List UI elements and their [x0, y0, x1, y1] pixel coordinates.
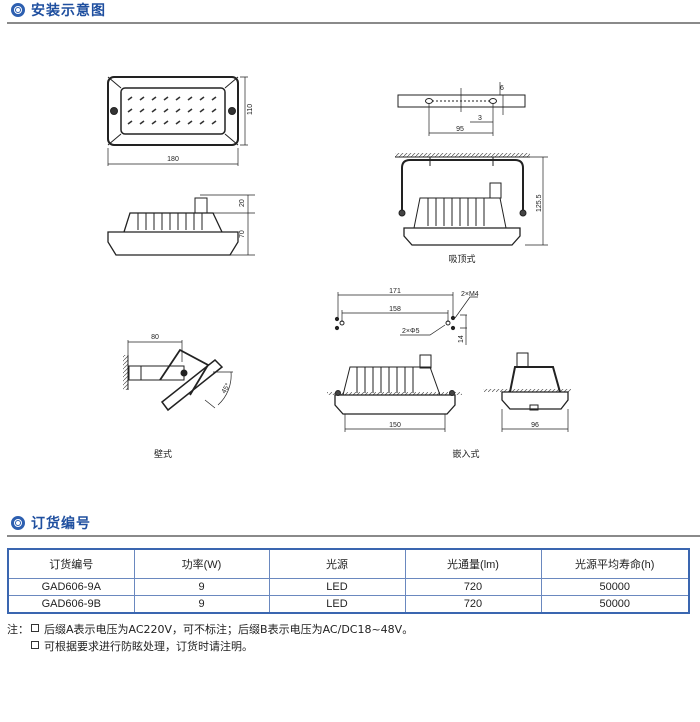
- dim-width: 96: [531, 422, 539, 429]
- dim-bracket-offset: 3: [478, 115, 482, 122]
- dim-hole-spacing: 95: [456, 126, 464, 133]
- cell-order-no: GAD606-9B: [7, 595, 135, 614]
- cell-light-source: LED: [268, 595, 406, 614]
- section-title: 安装示意图: [31, 3, 106, 19]
- cell-light-source: LED: [268, 578, 406, 596]
- side-view: 20 70: [107, 194, 255, 256]
- table-header-row: 订货编号 功率(W) 光源 光通量(lm) 光源平均寿命(h): [7, 548, 690, 579]
- table-row: GAD606-9B 9 LED 720 50000: [7, 595, 690, 614]
- circle-bullet-icon: [11, 3, 25, 17]
- header-luminous-flux: 光通量(lm): [404, 548, 542, 579]
- embedded-mount-view: 150 96 嵌入式: [327, 352, 571, 459]
- dim-width: 180: [167, 156, 179, 163]
- header-lifetime: 光源平均寿命(h): [540, 548, 690, 579]
- cell-luminous-flux: 720: [404, 578, 542, 596]
- wall-mount-view: 80 45° 壁式: [123, 334, 233, 459]
- dim-inner: 158: [389, 306, 401, 313]
- ceiling-mount-view: 125.5 吸顶式: [395, 153, 548, 264]
- dim-outer: 171: [389, 288, 401, 295]
- dim-offset: 14: [458, 335, 465, 343]
- front-view: 180 110: [107, 76, 254, 166]
- notes-prefix: 注：: [7, 623, 29, 636]
- cell-lifetime: 50000: [540, 578, 690, 596]
- square-bullet-icon: [31, 624, 39, 632]
- ceiling-mount-label: 吸顶式: [448, 253, 475, 264]
- cell-luminous-flux: 720: [404, 595, 542, 614]
- dim-ceiling-height: 125.5: [536, 194, 543, 212]
- dim-cable-gland: 20: [239, 199, 246, 207]
- screw-spec: 2×M4: [461, 291, 479, 298]
- notes: 注： 后缀A表示电压为AC220V，可不标注；后缀B表示电压为AC/DC18~48…: [7, 621, 413, 655]
- header-order-no: 订货编号: [7, 548, 135, 579]
- order-table: 订货编号 功率(W) 光源 光通量(lm) 光源平均寿命(h) GAD606-9…: [7, 548, 690, 614]
- ceiling-bracket-top: 6 3 95: [397, 82, 526, 136]
- dim-arm: 80: [151, 334, 159, 341]
- cell-power: 9: [133, 578, 270, 596]
- dim-length: 150: [389, 422, 401, 429]
- embedded-hole-template: 171 158 2×M4 2×Φ5 14: [334, 288, 479, 345]
- note-item: 可根据要求进行防眩处理，订货时请注明。: [7, 638, 413, 655]
- cell-order-no: GAD606-9A: [7, 578, 135, 596]
- square-bullet-icon: [31, 641, 39, 649]
- dim-bracket-gap: 6: [500, 85, 504, 92]
- section-header-install: 安装示意图: [7, 0, 700, 24]
- section-header-order: 订货编号: [7, 513, 700, 537]
- wall-mount-label: 壁式: [154, 448, 172, 459]
- dim-height: 110: [247, 104, 254, 115]
- table-row: GAD606-9A 9 LED 720 50000: [7, 578, 690, 596]
- note-item: 注： 后缀A表示电压为AC220V，可不标注；后缀B表示电压为AC/DC18~48…: [7, 621, 413, 638]
- header-power: 功率(W): [133, 548, 270, 579]
- section-title: 订货编号: [31, 516, 91, 532]
- cell-power: 9: [133, 595, 270, 614]
- circle-bullet-icon: [11, 516, 25, 530]
- note-text: 可根据要求进行防眩处理，订货时请注明。: [44, 640, 253, 653]
- note-text: 后缀A表示电压为AC220V，可不标注；后缀B表示电压为AC/DC18~48V。: [44, 623, 414, 636]
- hole-spec: 2×Φ5: [402, 328, 420, 335]
- cell-lifetime: 50000: [540, 595, 690, 614]
- installation-drawings: 180 110 20 70 6 3 95 125.5 吸顶式: [107, 76, 571, 459]
- dim-body-height: 70: [239, 230, 246, 238]
- header-light-source: 光源: [268, 548, 406, 579]
- embedded-mount-label: 嵌入式: [452, 448, 479, 459]
